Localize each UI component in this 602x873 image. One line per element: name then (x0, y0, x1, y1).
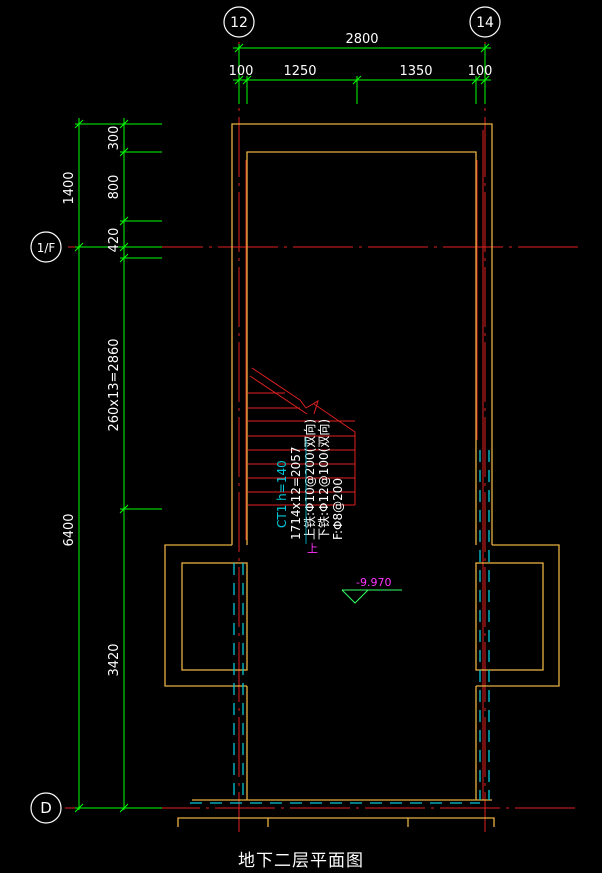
grid-bubble-labels: 12 14 1/F D (37, 15, 494, 817)
top-dimension-lines (233, 43, 491, 104)
wall-right-bump-outer (476, 544, 560, 687)
wall-outline (164, 123, 560, 827)
footing-left (177, 817, 269, 827)
hidden-lines (190, 450, 490, 804)
wall-left-bump-outer (164, 544, 247, 687)
grid-bubble-14 (469, 6, 501, 38)
dim-tick (119, 253, 129, 263)
dim-tick (480, 43, 490, 53)
grid-bubble-1f (30, 231, 62, 263)
stair-label-ct1: CT1 h=140 (275, 460, 289, 528)
grid-bubbles (30, 6, 501, 824)
grid-label-d: D (40, 799, 52, 817)
stair-up-label: 上 (307, 542, 318, 555)
dim-tick (74, 119, 84, 129)
grid-bubble-12 (223, 6, 255, 38)
left-dimension-lines (74, 118, 162, 813)
dim-tick (119, 119, 129, 129)
dim-text-overall: 2800 (345, 32, 378, 47)
wall-right-bump-inner (475, 562, 544, 671)
stair-label-top-rebar: 上铁:Φ10@200(双向) (302, 419, 317, 540)
stair-label-steps: 1714x12=2057 (289, 446, 303, 540)
grid-bubble-d (30, 792, 62, 824)
dim-text-left-upper: 1400 (62, 171, 77, 204)
wall-left-bump-inner (181, 562, 248, 671)
dim-tick (119, 242, 129, 252)
dim-text-v-seg1: 300 (107, 126, 122, 151)
wall-inner-top (246, 151, 477, 545)
dim-tick (119, 147, 129, 157)
dim-tick (352, 75, 362, 85)
dim-text-v-bottom: 3420 (107, 643, 122, 676)
dim-tick (471, 75, 481, 85)
dim-tick (119, 504, 129, 514)
stair-label-distribution: F:Φ8@200 (331, 478, 345, 540)
stair-outline-top2 (251, 367, 301, 401)
stair-annotation: CT1 h=140 1714x12=2057 上铁:Φ10@200(双向) 下铁… (275, 419, 345, 555)
dim-text-seg-c: 1350 (399, 64, 432, 79)
dim-text-left-lower: 6400 (62, 513, 77, 546)
dim-tick (234, 43, 244, 53)
dim-text-v-stairs: 260x13=2860 (107, 338, 122, 431)
grid-label-14: 14 (476, 15, 494, 31)
dim-text-seg-d: 100 (468, 64, 493, 79)
elevation-text: -9.970 (356, 576, 391, 589)
footing-right (407, 817, 495, 827)
staircase (248, 367, 356, 506)
dim-text-v-seg3: 420 (107, 228, 122, 253)
dim-text-seg-a: 100 (229, 64, 254, 79)
dim-tick (74, 803, 84, 813)
dim-tick (480, 75, 490, 85)
drawing-caption: 地下二层平面图 (238, 851, 364, 871)
dim-tick (119, 803, 129, 813)
wall-outer-top (231, 123, 493, 545)
dim-tick (242, 75, 252, 85)
grid-label-12: 12 (230, 15, 248, 31)
dim-tick (234, 75, 244, 85)
grid-label-1f: 1/F (37, 241, 56, 255)
dim-text-seg-b: 1250 (283, 64, 316, 79)
stair-break-line (299, 399, 319, 415)
elevation-triangle (341, 589, 369, 604)
left-dimension-text: 1400 6400 300 800 420 260x13=2860 3420 (62, 126, 122, 677)
dim-text-v-seg2: 800 (107, 175, 122, 200)
stair-outline-mid (313, 403, 356, 433)
dim-tick (119, 216, 129, 226)
elevation-mark: -9.970 (341, 576, 402, 604)
stair-label-bottom-rebar: 下铁:Φ12@100(双向) (316, 419, 331, 540)
top-dimension-text: 2800 100 1250 1350 100 (229, 32, 493, 79)
dim-tick (74, 242, 84, 252)
